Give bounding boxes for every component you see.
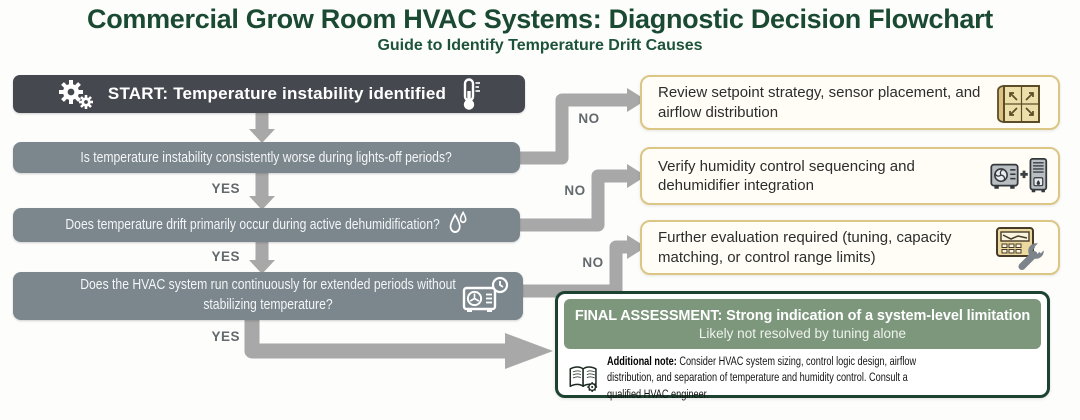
hvac-clock-icon — [462, 276, 509, 312]
connector-q2-no — [518, 169, 630, 232]
outcome-2-text: Verify humidity control sequencing and d… — [658, 157, 915, 194]
no-label-1: NO — [578, 111, 600, 126]
connector-q3-final-yes — [244, 312, 506, 359]
gears-icon — [58, 80, 93, 109]
yes-label-3: YES — [211, 329, 240, 344]
outcome-1-text: Review setpoint strategy, sensor placeme… — [658, 84, 981, 121]
question-node-2: Does temperature drift primarily occur d… — [13, 208, 520, 242]
no-label-3: NO — [582, 255, 604, 270]
question-1-text: Is temperature instability consistently … — [80, 149, 453, 166]
question-2-text: Does temperature drift primarily occur d… — [65, 217, 440, 233]
start-node: START: Temperature instability identifie… — [13, 75, 525, 113]
start-label: START: Temperature instability identifie… — [107, 84, 447, 103]
yes-label-1: YES — [211, 181, 240, 196]
final-subheading: Likely not resolved by tuning alone — [698, 325, 907, 341]
final-heading: FINAL ASSESSMENT: Strong indication of a… — [574, 307, 1031, 324]
final-note-row: Additional note: Consider HVAC system si… — [564, 353, 1041, 402]
airflow-plan-icon — [997, 84, 1040, 123]
final-assessment-node: FINAL ASSESSMENT: Strong indication of a… — [555, 291, 1050, 401]
outcome-3-text: Further evaluation required (tuning, cap… — [658, 229, 952, 266]
water-drops-icon — [449, 211, 466, 233]
connector-q3-no — [518, 240, 630, 298]
connector-q1-no — [518, 93, 630, 165]
yes-label-2: YES — [211, 249, 240, 264]
page-subtitle: Guide to Identify Temperature Drift Caus… — [377, 37, 703, 55]
outcome-node-3: Further evaluation required (tuning, cap… — [640, 220, 1060, 275]
question-3-text: Does the HVAC system run continuously fo… — [80, 277, 456, 313]
thermometer-icon — [463, 77, 481, 110]
page-title: Commercial Grow Room HVAC Systems: Diagn… — [87, 4, 993, 34]
header: Commercial Grow Room HVAC Systems: Diagn… — [0, 4, 1080, 55]
book-gear-icon — [569, 365, 598, 392]
no-label-2: NO — [564, 183, 586, 198]
outcome-node-1: Review setpoint strategy, sensor placeme… — [640, 75, 1060, 130]
outcome-node-2: Verify humidity control sequencing and d… — [640, 147, 1060, 205]
final-note-text: Additional note: Consider HVAC system si… — [607, 353, 928, 402]
hvac-plus-dehumidifier-icon — [990, 157, 1048, 193]
final-note-label: Additional note: — [606, 354, 677, 368]
final-note-body: Consider HVAC system sizing, control log… — [606, 354, 916, 401]
controller-wrench-icon — [996, 226, 1044, 270]
question-node-3: Does the HVAC system run continuously fo… — [13, 272, 523, 320]
final-assessment-band: FINAL ASSESSMENT: Strong indication of a… — [564, 299, 1041, 349]
arrowheads — [249, 88, 646, 369]
question-node-1: Is temperature instability consistently … — [13, 142, 520, 173]
